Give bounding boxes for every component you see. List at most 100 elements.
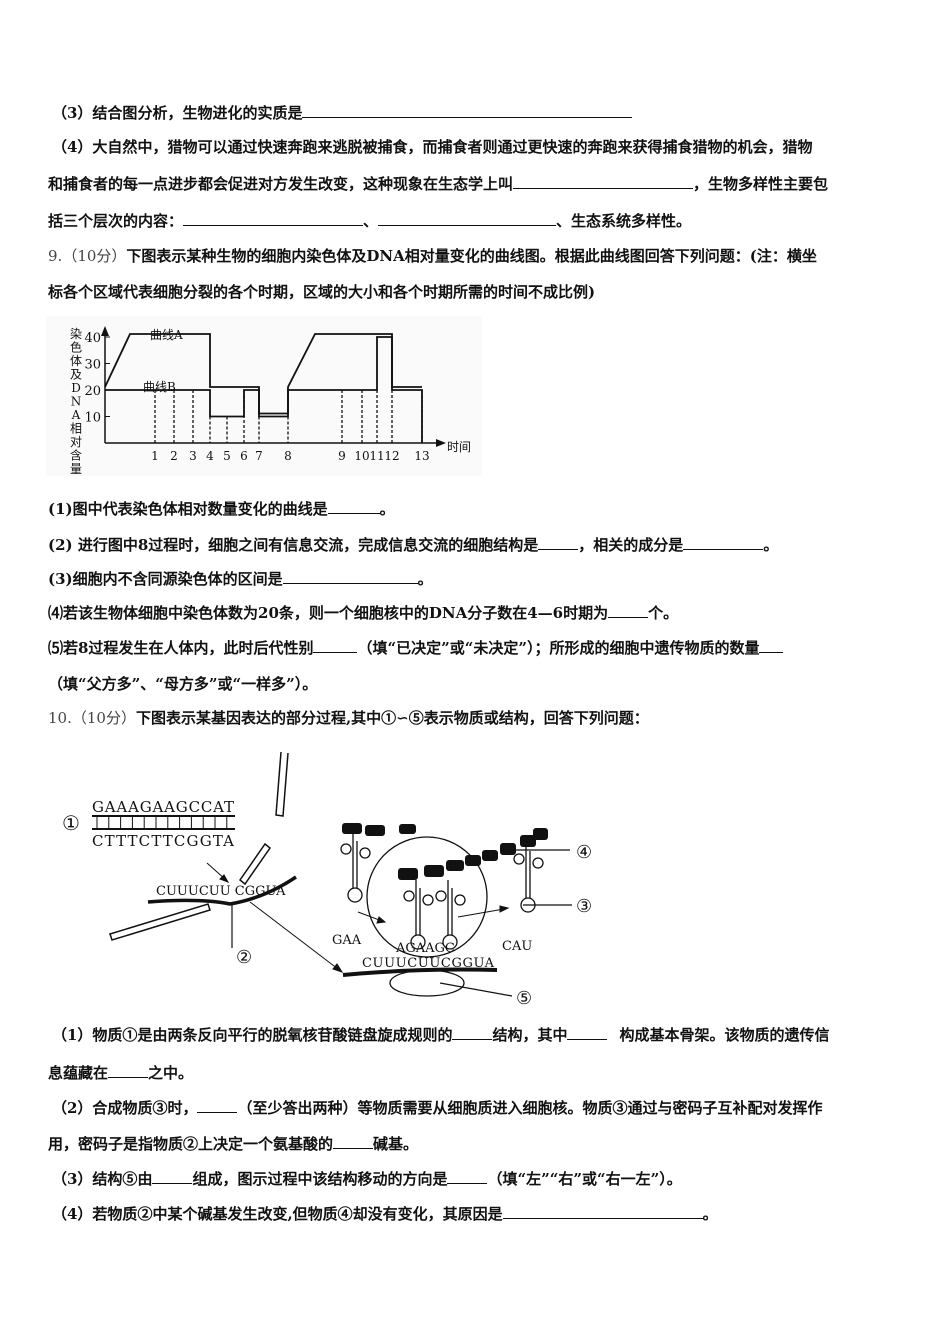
y-axis-label-char: 含 xyxy=(70,448,82,463)
x-tick-label: 12 xyxy=(384,449,399,463)
y-tick-label: 20 xyxy=(84,384,101,399)
q9-part3: (3)细胞内不含同源染色体的区间是。 xyxy=(48,569,433,588)
trna-loop xyxy=(454,894,466,906)
answer-blank[interactable] xyxy=(108,1063,149,1078)
arrow-head xyxy=(219,874,230,883)
q9-part5-line2: （填“父方多”、“母方多”或“一样多”）。 xyxy=(48,675,318,693)
answer-blank[interactable] xyxy=(302,103,633,118)
anticodon-label: CAU xyxy=(502,939,532,954)
y-axis-label-char: N xyxy=(71,395,82,409)
mrna-strand xyxy=(147,875,297,906)
chart-background xyxy=(46,316,482,476)
answer-blank[interactable] xyxy=(538,535,579,550)
y-axis-label-char: 体 xyxy=(70,354,82,368)
label-5: ⑤ xyxy=(516,988,532,1009)
y-axis-label-char: 及 xyxy=(70,368,82,382)
answer-blank[interactable] xyxy=(333,1134,374,1149)
y-axis-arrow xyxy=(101,326,109,336)
y-tick-label: 30 xyxy=(84,358,101,373)
answer-blank[interactable] xyxy=(502,1204,703,1219)
trna-anticodon-loop xyxy=(410,934,426,950)
x-tick-label: 3 xyxy=(189,449,197,463)
x-tick-label: 4 xyxy=(206,449,214,463)
label-4: ④ xyxy=(576,842,592,863)
x-tick-label: 5 xyxy=(223,449,231,463)
answer-blank[interactable] xyxy=(313,638,358,653)
trna-loop xyxy=(359,847,371,859)
y-axis-label-char: 染 xyxy=(70,326,82,341)
x-tick-label: 1 xyxy=(151,449,159,463)
q10-part1-line1: （1）物质①是由两条反向平行的脱氧核苷酸链盘旋成规则的结构，其中构成基本骨架。该… xyxy=(52,1025,830,1044)
q10-part3: （3）结构⑤由组成，图示过程中该结构移动的方向是（填“左”“右”或“右一左”）。 xyxy=(52,1169,682,1188)
q10-part4: （4）若物质②中某个碱基发生改变,但物质④却没有变化，其原因是。 xyxy=(52,1204,718,1223)
y-axis-label-char: A xyxy=(71,408,81,422)
label-line xyxy=(439,982,513,997)
y-axis-label-char: 量 xyxy=(70,462,82,476)
y-axis-label-char: 相 xyxy=(70,422,82,436)
q9-stem-line2: 标各个区域代表细胞分裂的各个时期，区域的大小和各个时期所需的时间不成比例) xyxy=(48,283,596,301)
q10-stem: 10.（10分）下图表示某基因表达的部分过程,其中①∽⑤表示物质或结构，回答下列… xyxy=(48,709,649,727)
mrna-sequence: CUUUCUUCGGUA xyxy=(362,956,495,971)
y-tick-label: 40 xyxy=(84,331,101,346)
trna-loop xyxy=(340,843,352,855)
answer-blank[interactable] xyxy=(683,535,764,550)
trna-loop xyxy=(422,894,434,906)
answer-blank[interactable] xyxy=(513,174,694,189)
answer-blank[interactable] xyxy=(608,603,649,618)
x-tick-label: 2 xyxy=(170,449,178,463)
dna-bottom-strand: CTTTCTTCGGTA xyxy=(92,832,234,850)
q9-part1: (1)图中代表染色体相对数量变化的曲线是。 xyxy=(48,499,395,518)
arrow-head xyxy=(376,916,387,924)
amino-acid-chain xyxy=(342,823,548,880)
x-tick-label: 10 xyxy=(354,449,369,463)
nuclear-pore-tube xyxy=(109,903,211,941)
answer-blank[interactable] xyxy=(447,1169,488,1184)
y-tick-label: 10 xyxy=(84,411,101,426)
trna-icon xyxy=(513,843,544,913)
answer-blank[interactable] xyxy=(282,569,418,584)
answer-blank[interactable] xyxy=(759,638,784,653)
trna-loop xyxy=(435,890,447,902)
trna-icon xyxy=(340,833,371,903)
mrna-sequence: CUUUCUU CGGUA xyxy=(156,884,286,899)
answer-blank[interactable] xyxy=(152,1169,193,1184)
answer-blank[interactable] xyxy=(183,211,364,226)
y-axis-label-char: 色 xyxy=(70,341,82,355)
trna-loop xyxy=(532,857,544,869)
q9-stem-line1: 9.（10分）下图表示某种生物的细胞内染色体及DNA相对量变化的曲线图。根据此曲… xyxy=(48,247,817,265)
label-2: ② xyxy=(236,947,252,968)
anticodon-label: AGAAGC xyxy=(395,941,455,956)
x-tick-label: 7 xyxy=(255,449,263,463)
answer-blank[interactable] xyxy=(452,1025,493,1040)
label-3: ③ xyxy=(576,896,592,917)
x-axis-label: 时间 xyxy=(447,440,471,454)
nuclear-pore-tube xyxy=(275,751,289,817)
ribosome-small-subunit xyxy=(389,969,465,997)
q9-part2: (2) 进行图中8过程时，细胞之间有信息交流，完成信息交流的细胞结构是，相关的成… xyxy=(48,535,779,554)
q8-part4-line1: （4）大自然中，猎物可以通过快速奔跑来逃脱被捕食，而捕食者则通过更快速的奔跑来获… xyxy=(52,138,813,156)
arrow-head xyxy=(499,905,510,913)
dna-top-strand: GAAAGAAGCCAT xyxy=(92,798,234,816)
x-tick-label: 9 xyxy=(338,449,346,463)
answer-blank[interactable] xyxy=(567,1025,608,1040)
trna-anticodon-loop xyxy=(442,934,458,950)
x-axis-arrow xyxy=(436,439,446,447)
base-pair-rungs xyxy=(96,816,228,829)
label-1: ① xyxy=(62,811,80,835)
y-axis-label-char: D xyxy=(71,381,81,395)
legend-curve-b: 曲线B xyxy=(143,380,176,394)
x-tick-label: 6 xyxy=(240,449,248,463)
legend-curve-a: 曲线A xyxy=(150,328,183,342)
answer-blank[interactable] xyxy=(378,211,557,226)
answer-blank[interactable] xyxy=(197,1098,238,1113)
trna-anticodon-loop xyxy=(347,887,363,903)
q9-part4: ⑷若该生物体细胞中染色体数为20条，则一个细胞核中的DNA分子数在4—6时期为个… xyxy=(48,603,679,622)
trna-loop xyxy=(513,853,525,865)
x-tick-label: 8 xyxy=(284,449,292,463)
answer-blank[interactable] xyxy=(327,499,380,514)
arrow xyxy=(457,908,505,918)
curve-b xyxy=(105,336,423,443)
y-axis-label-char: 对 xyxy=(70,435,82,449)
q9-part5-line1: ⑸若8过程发生在人体内，此时后代性别（填“已决定”或“未决定”）；所形成的细胞中… xyxy=(48,638,784,658)
